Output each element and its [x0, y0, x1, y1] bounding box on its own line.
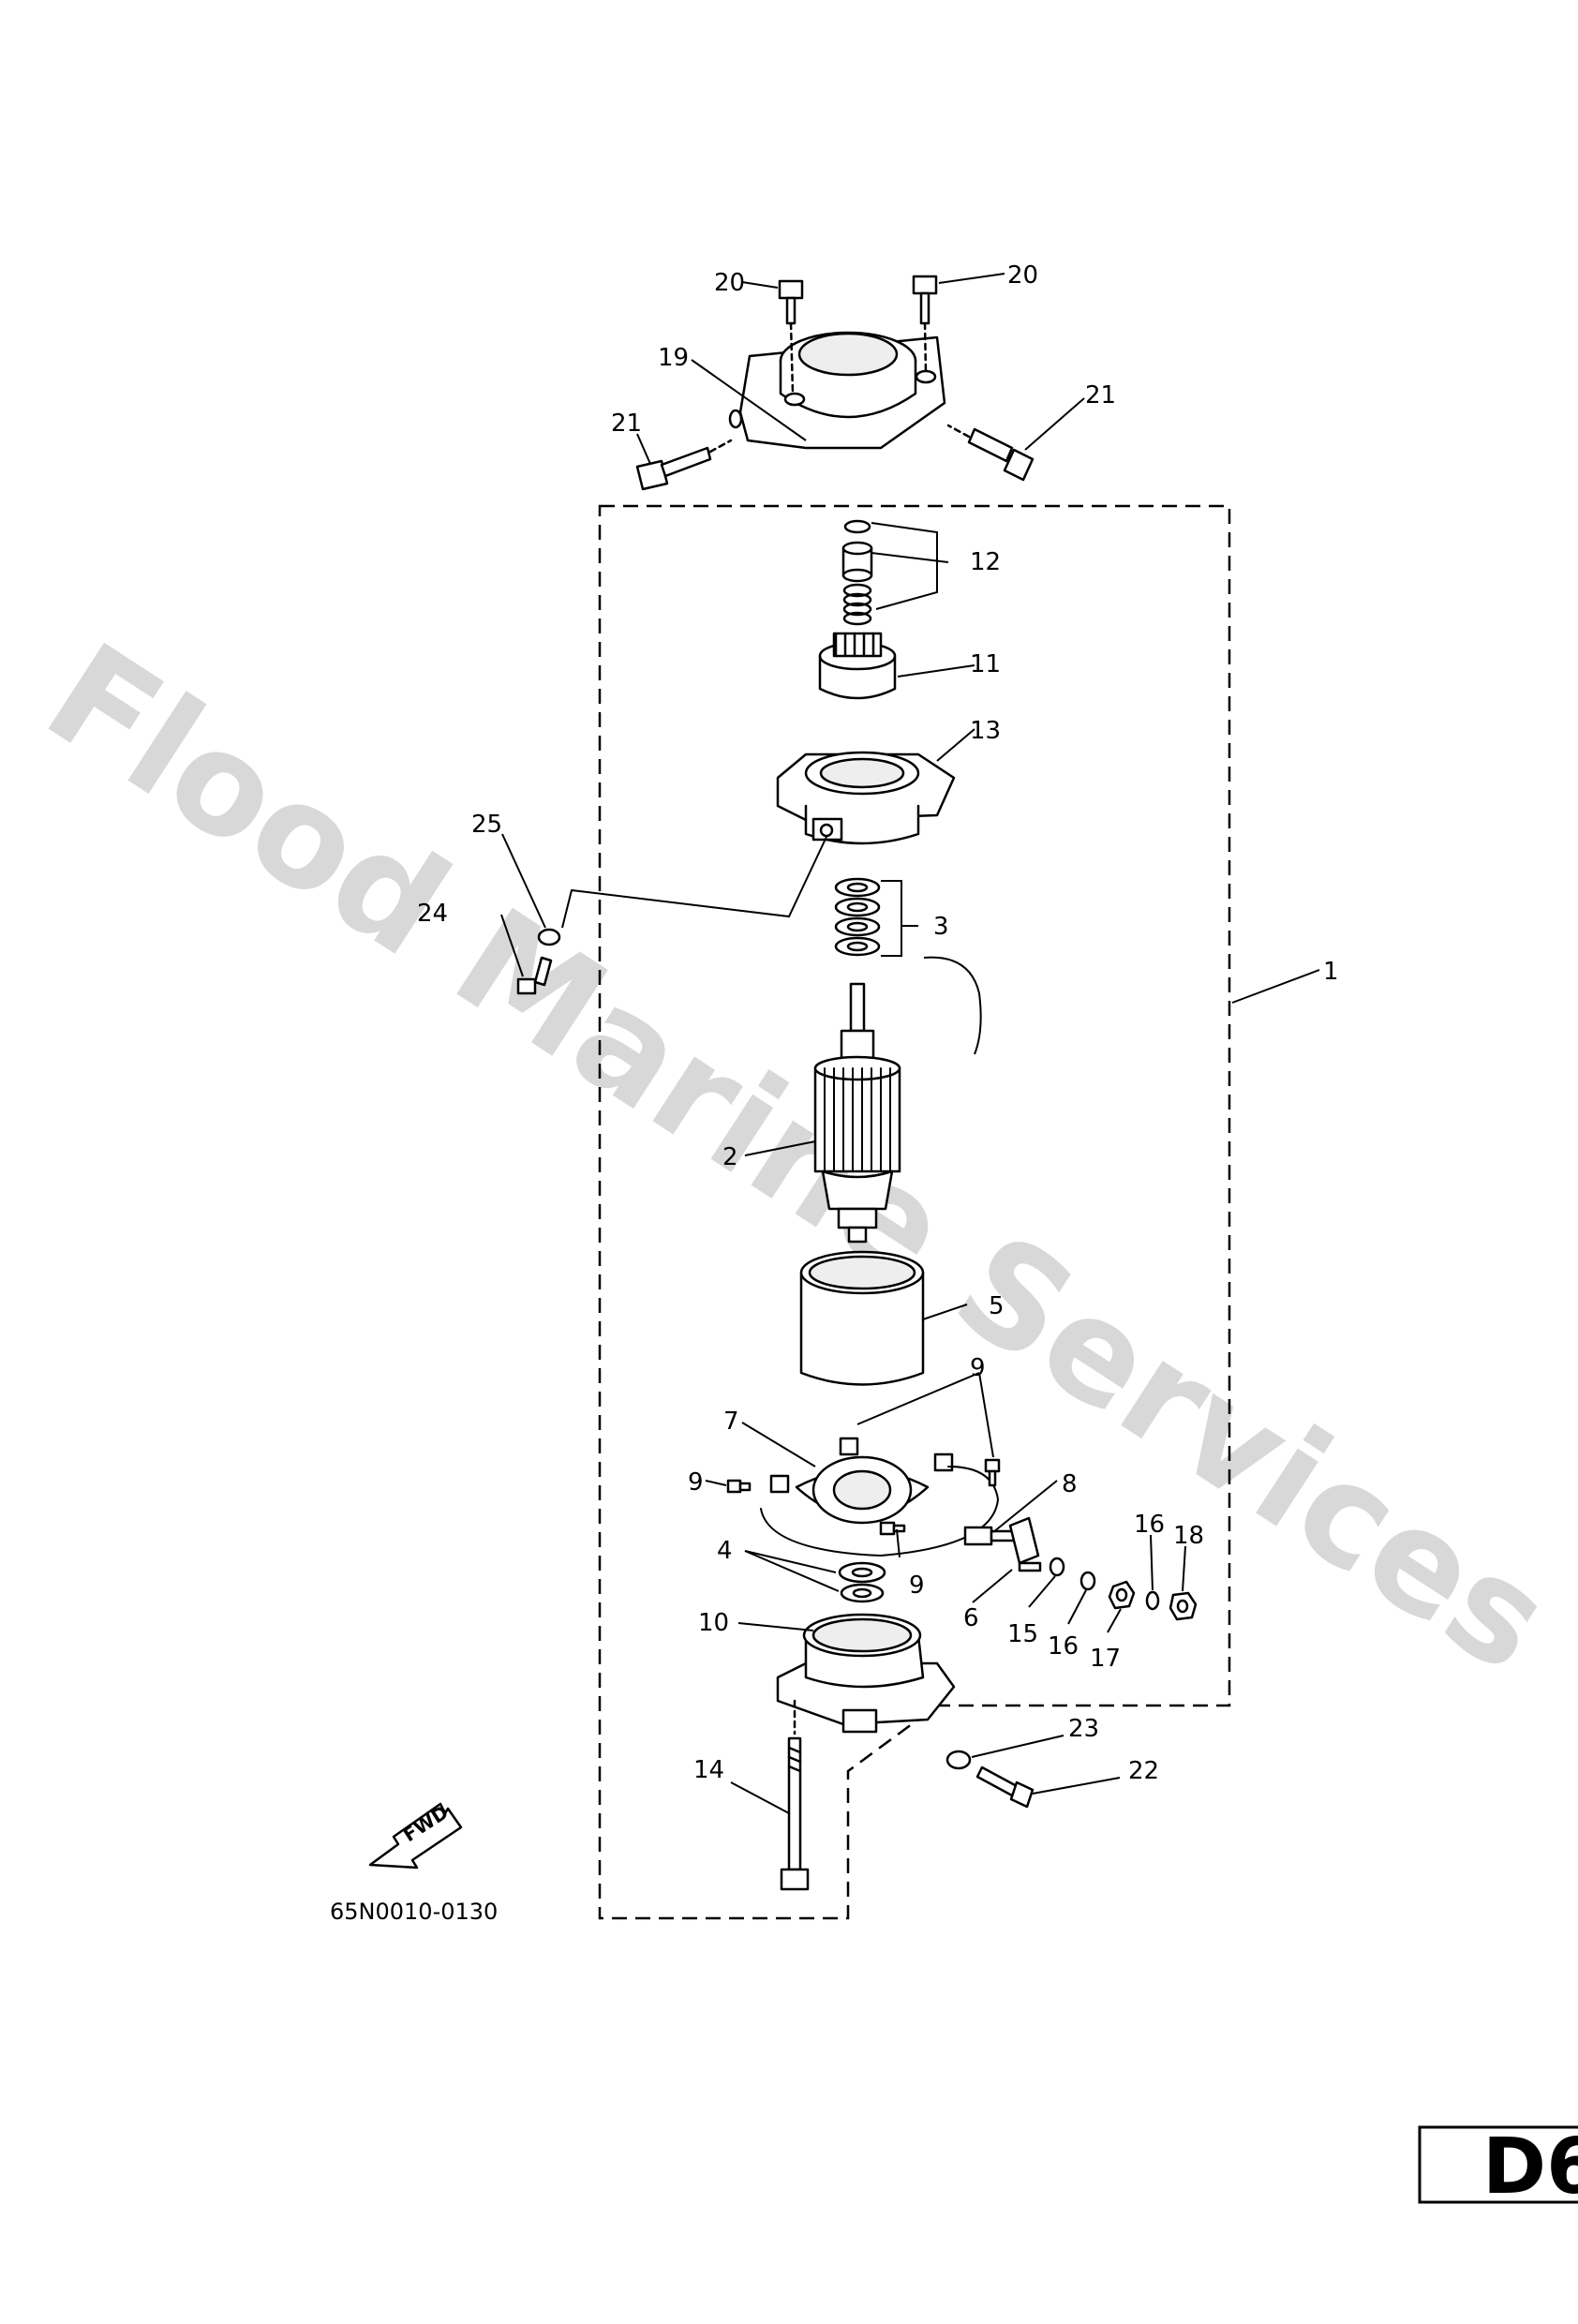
- nut-part-17: [1108, 1580, 1136, 1610]
- label-part-22: 22: [1128, 1757, 1159, 1785]
- bolt-part-20-left: [778, 279, 804, 395]
- label-part-4: 4: [717, 1537, 733, 1565]
- label-part-18: 18: [1173, 1522, 1204, 1550]
- label-part-7: 7: [723, 1408, 739, 1436]
- screw-part-9-c: [879, 1521, 906, 1536]
- label-part-15: 15: [1007, 1620, 1038, 1648]
- rear-bracket-part-10: [776, 1613, 956, 1734]
- label-part-11: 11: [970, 650, 1001, 678]
- nut-part-18: [1169, 1591, 1198, 1621]
- front-bracket-part-13: [776, 751, 956, 845]
- washer-set-part-3: [834, 877, 881, 957]
- washer-part-25: [537, 928, 561, 946]
- label-part-9-left: 9: [688, 1468, 704, 1497]
- label-part-2: 2: [722, 1143, 738, 1171]
- label-part-23: 23: [1068, 1715, 1099, 1743]
- page-tag: D6: [1482, 2123, 1578, 2212]
- label-part-21-right: 21: [1085, 381, 1116, 410]
- pinion-part-11: [818, 632, 897, 700]
- bolt-part-22: [975, 1765, 1035, 1809]
- label-part-20-left: 20: [714, 269, 745, 297]
- label-part-6: 6: [963, 1604, 979, 1632]
- clip-spring-set-part-12: [841, 519, 873, 626]
- brush-holder-part-7: [760, 1437, 999, 1557]
- label-part-16-bottom: 16: [1048, 1632, 1079, 1661]
- label-part-19: 19: [658, 344, 689, 372]
- terminal-bracket-part-6: [1008, 1516, 1042, 1572]
- washer-part-16-a: [1079, 1571, 1096, 1591]
- label-part-12: 12: [970, 548, 1001, 576]
- label-part-17: 17: [1090, 1645, 1121, 1673]
- diagram-code: 65N0010-0130: [330, 1899, 498, 1925]
- forward-direction-arrow: [368, 1802, 463, 1870]
- washer-part-15: [1049, 1557, 1065, 1577]
- washer-part-4: [838, 1561, 886, 1603]
- page-tag-box: D6: [1418, 2123, 1578, 2212]
- label-part-9-bottom: 9: [909, 1572, 925, 1600]
- leader-lines: [500, 273, 1320, 1814]
- front-cover-part-19: [728, 331, 946, 450]
- washer-part-16-b: [1145, 1590, 1160, 1611]
- bolt-part-20-right: [912, 275, 938, 375]
- bolt-part-21-right: [946, 424, 1035, 482]
- label-part-24: 24: [417, 900, 448, 928]
- label-part-1: 1: [1323, 958, 1339, 986]
- washer-part-23: [945, 1750, 972, 1770]
- screw-part-9-b: [726, 1479, 752, 1494]
- yoke-part-5: [799, 1250, 925, 1386]
- bolt-part-21-left: [635, 439, 733, 491]
- label-part-10: 10: [698, 1609, 729, 1637]
- bolt-part-24: [516, 956, 553, 995]
- through-bolt-part-14: [780, 1699, 810, 1891]
- label-part-9-top: 9: [970, 1354, 986, 1382]
- label-part-20-right: 20: [1007, 261, 1038, 290]
- label-part-3: 3: [933, 913, 949, 941]
- label-part-14: 14: [693, 1756, 724, 1784]
- screw-part-9-a: [984, 1458, 1001, 1487]
- assembly-boundary: [598, 504, 1231, 1920]
- label-part-25: 25: [471, 811, 502, 839]
- label-part-21-left: 21: [611, 410, 642, 438]
- label-part-16-top: 16: [1134, 1511, 1165, 1539]
- label-part-8: 8: [1062, 1470, 1078, 1498]
- label-part-13: 13: [970, 717, 1001, 745]
- armature-part-2: [813, 982, 901, 1244]
- label-part-5: 5: [989, 1292, 1005, 1320]
